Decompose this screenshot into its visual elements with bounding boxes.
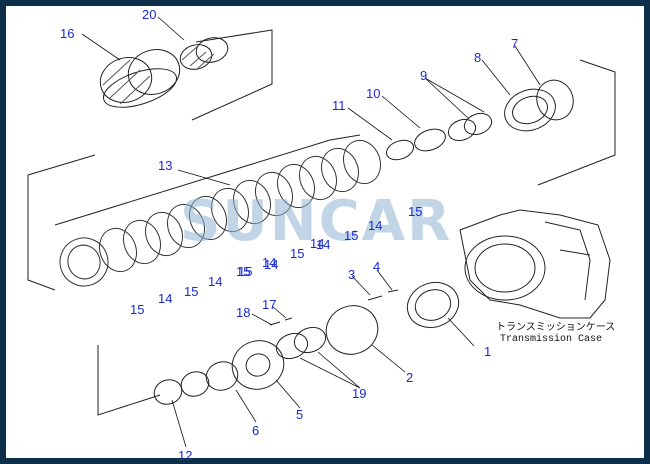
callout-7: 7 — [511, 36, 518, 51]
callout-20: 20 — [142, 7, 156, 22]
callout-14f: 14 — [310, 236, 324, 251]
callout-15c: 15 — [236, 264, 250, 279]
callout-14e: 14 — [368, 218, 382, 233]
callout-10: 10 — [366, 86, 380, 101]
callout-15g: 15 — [238, 264, 252, 279]
part-11-ring — [385, 139, 415, 161]
callout-14b: 14 — [208, 274, 222, 289]
callout-14d: 14 — [316, 237, 330, 252]
part-5-housing — [231, 340, 285, 390]
caption-japanese: トランスミッションケース — [496, 321, 615, 334]
part-19-seal-a — [293, 326, 327, 354]
callout-15f: 15 — [408, 204, 422, 219]
callout-16: 16 — [60, 26, 74, 41]
part-7-snap-ring — [536, 79, 574, 121]
watermark-text: SUNCAR — [180, 189, 452, 254]
callout-14c: 14 — [264, 257, 278, 272]
callout-19: 19 — [352, 386, 366, 401]
callout-1: 1 — [484, 344, 491, 359]
part-12-snap-ring — [153, 379, 183, 405]
callout-5: 5 — [296, 407, 303, 422]
bracket-upper-left — [191, 29, 273, 121]
callout-15b: 15 — [184, 284, 198, 299]
callout-11: 11 — [332, 98, 346, 113]
part-9-seal-b — [447, 118, 477, 142]
callout-3: 3 — [348, 267, 355, 282]
part-17-18-bolt — [269, 317, 293, 326]
part-8-piston — [504, 88, 556, 132]
callout-15a: 15 — [130, 302, 144, 317]
callout-12: 12 — [178, 448, 192, 463]
bracket-lower-left — [97, 345, 161, 416]
callout-15e: 15 — [344, 228, 358, 243]
callout-9: 9 — [420, 68, 427, 83]
part-9-seal-a — [463, 112, 493, 136]
clutch-disc-stack — [59, 139, 382, 287]
callout-15d: 15 — [290, 246, 304, 261]
part-16-drum — [99, 49, 181, 108]
callout-14a: 14 — [158, 291, 172, 306]
part-6-ring — [205, 361, 239, 391]
part-3-4-bolts — [367, 289, 399, 301]
part-10-ring — [414, 128, 446, 152]
callout-4: 4 — [373, 259, 380, 274]
leader-lines — [81, 16, 541, 448]
part-1-ring — [406, 281, 460, 329]
callout-6: 6 — [252, 423, 259, 438]
part-19-seal-b — [275, 332, 309, 360]
callout-2: 2 — [406, 370, 413, 385]
bracket-right — [537, 59, 616, 186]
transmission-case — [459, 209, 611, 319]
callout-numbers: 1 2 3 4 5 6 7 8 9 10 11 12 13 14 14 14 1… — [60, 7, 518, 463]
bracket-left — [27, 154, 96, 291]
part-20-bearing — [179, 37, 229, 70]
callout-18: 18 — [236, 305, 250, 320]
callout-14g: 14 — [262, 255, 276, 270]
callout-17: 17 — [262, 297, 276, 312]
bracket-left-top-line — [54, 134, 361, 226]
part-2-ring — [325, 305, 379, 355]
callout-8: 8 — [474, 50, 481, 65]
callout-13: 13 — [158, 158, 172, 173]
caption-english: Transmission Case — [500, 333, 602, 345]
